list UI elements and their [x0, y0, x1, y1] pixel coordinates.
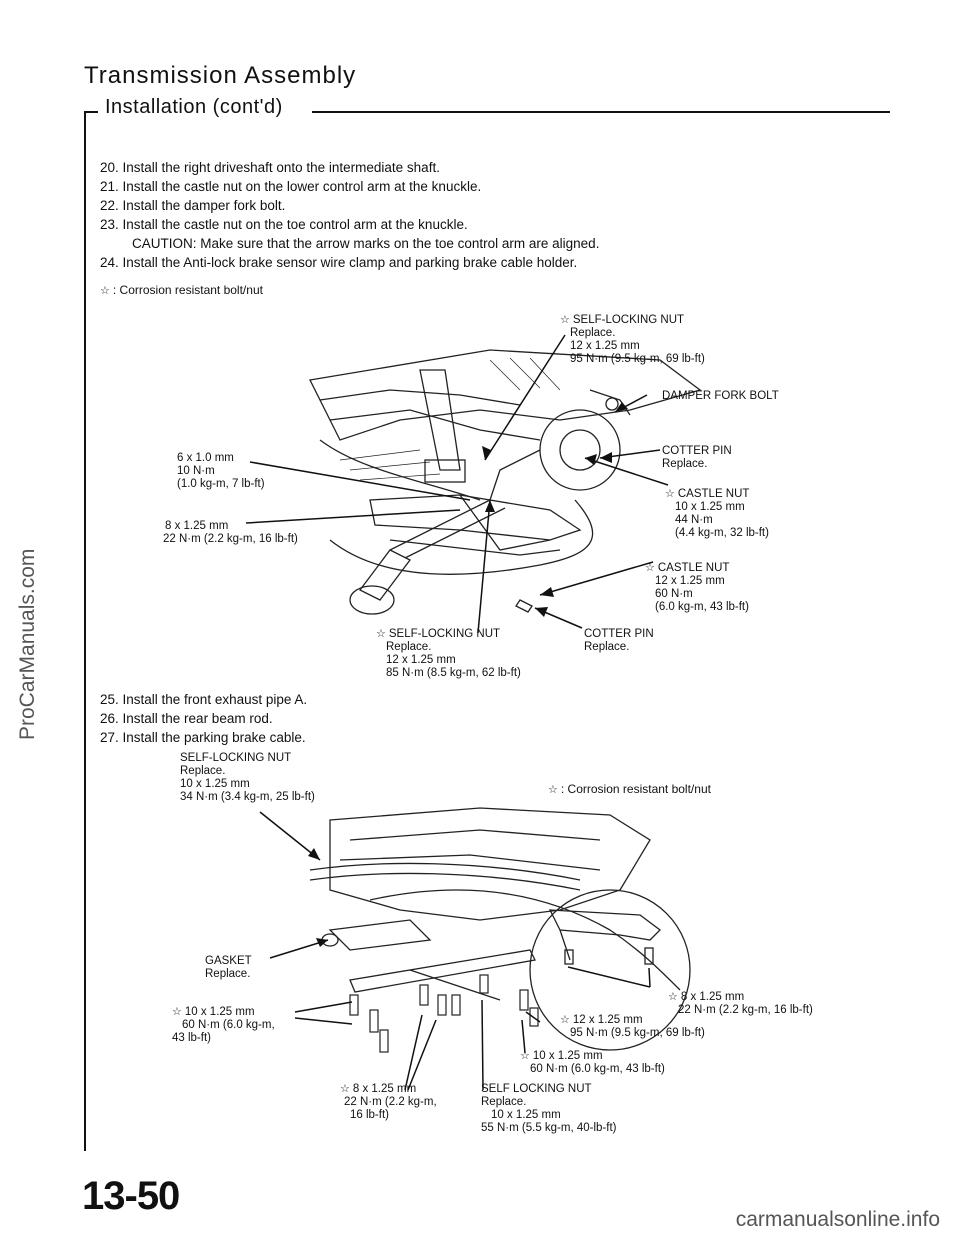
star-icon: ☆	[645, 562, 655, 574]
legend-top: ☆: Corrosion resistant bolt/nut	[100, 283, 263, 297]
callout-bolt-10mm-bottom: ☆10 x 1.25 mm 60 N·m (6.0 kg-m, 43 lb-ft…	[520, 1050, 665, 1075]
star-icon: ☆	[560, 1014, 570, 1026]
caution-note: CAUTION: Make sure that the arrow marks …	[132, 236, 600, 251]
section-subtitle: Installation (cont'd)	[105, 96, 283, 118]
callout-cotter-pin-bottom: COTTER PIN Replace.	[584, 628, 654, 653]
star-icon: ☆	[376, 628, 386, 640]
callout-bolt-10mm-left: ☆10 x 1.25 mm 60 N·m (6.0 kg-m, 43 lb-ft…	[172, 1006, 275, 1044]
star-icon: ☆	[520, 1050, 530, 1062]
step-23: 23. Install the castle nut on the toe co…	[100, 217, 468, 232]
star-icon: ☆	[665, 488, 675, 500]
star-icon: ☆	[172, 1006, 182, 1018]
watermark-bottom: carmanualsonline.info	[735, 1208, 940, 1231]
callout-bolt-12mm: ☆12 x 1.25 mm 95 N·m (9.5 kg-m, 69 lb-ft…	[560, 1014, 705, 1039]
callout-self-locking-nut-bottom: ☆SELF-LOCKING NUT Replace. 12 x 1.25 mm …	[376, 628, 521, 679]
page-number: 13-50	[82, 1174, 180, 1218]
callout-bolt-8mm-right: ☆8 x 1.25 mm 22 N·m (2.2 kg-m, 16 lb-ft)	[668, 991, 813, 1016]
step-27: 27. Install the parking brake cable.	[100, 730, 306, 745]
callout-castle-nut-top: ☆CASTLE NUT 10 x 1.25 mm 44 N·m (4.4 kg-…	[665, 488, 769, 539]
callout-self-locking-nut-beam: SELF LOCKING NUT Replace. 10 x 1.25 mm 5…	[481, 1083, 617, 1134]
left-margin-rule	[84, 111, 86, 1151]
step-26: 26. Install the rear beam rod.	[100, 711, 273, 726]
watermark-side: ProCarManuals.com	[16, 548, 39, 740]
step-25: 25. Install the front exhaust pipe A.	[100, 692, 308, 707]
step-21: 21. Install the castle nut on the lower …	[100, 179, 482, 194]
exhaust-beam-illustration	[259, 807, 691, 1091]
step-24: 24. Install the Anti-lock brake sensor w…	[100, 255, 578, 270]
page-title: Transmission Assembly	[84, 62, 357, 89]
callout-self-locking-nut-exhaust: SELF-LOCKING NUT Replace. 10 x 1.25 mm 3…	[180, 752, 315, 803]
callout-cotter-pin-top: COTTER PIN Replace.	[662, 445, 732, 470]
callout-castle-nut-bottom: ☆CASTLE NUT 12 x 1.25 mm 60 N·m (6.0 kg-…	[645, 562, 749, 613]
callout-self-locking-nut-top: ☆SELF-LOCKING NUT Replace. 12 x 1.25 mm …	[560, 314, 705, 365]
legend-text: Corrosion resistant bolt/nut	[567, 782, 711, 796]
header-rule-stub	[84, 111, 98, 113]
callout-gasket: GASKET Replace.	[205, 955, 252, 980]
star-icon: ☆	[100, 285, 110, 297]
star-icon: ☆	[560, 314, 570, 326]
star-icon: ☆	[340, 1083, 350, 1095]
legend-bottom: ☆: Corrosion resistant bolt/nut	[548, 782, 711, 796]
callout-bolt-8mm-bottom: ☆8 x 1.25 mm 22 N·m (2.2 kg-m, 16 lb-ft)	[340, 1083, 437, 1121]
star-icon: ☆	[548, 784, 558, 796]
star-icon: ☆	[668, 991, 678, 1003]
steps-mid: 25. Install the front exhaust pipe A. 26…	[100, 690, 307, 747]
callout-bolt-8mm: 8 x 1.25 mm 22 N·m (2.2 kg-m, 16 lb-ft)	[163, 520, 298, 545]
callout-bolt-6mm: 6 x 1.0 mm 10 N·m (1.0 kg-m, 7 lb-ft)	[177, 452, 265, 490]
legend-text: Corrosion resistant bolt/nut	[119, 283, 263, 297]
step-20: 20. Install the right driveshaft onto th…	[100, 160, 440, 175]
callout-damper-fork-bolt: DAMPER FORK BOLT	[662, 390, 779, 402]
step-22: 22. Install the damper fork bolt.	[100, 198, 286, 213]
steps-top: 20. Install the right driveshaft onto th…	[100, 158, 599, 272]
suspension-illustration	[245, 334, 702, 634]
header-rule	[312, 111, 890, 113]
